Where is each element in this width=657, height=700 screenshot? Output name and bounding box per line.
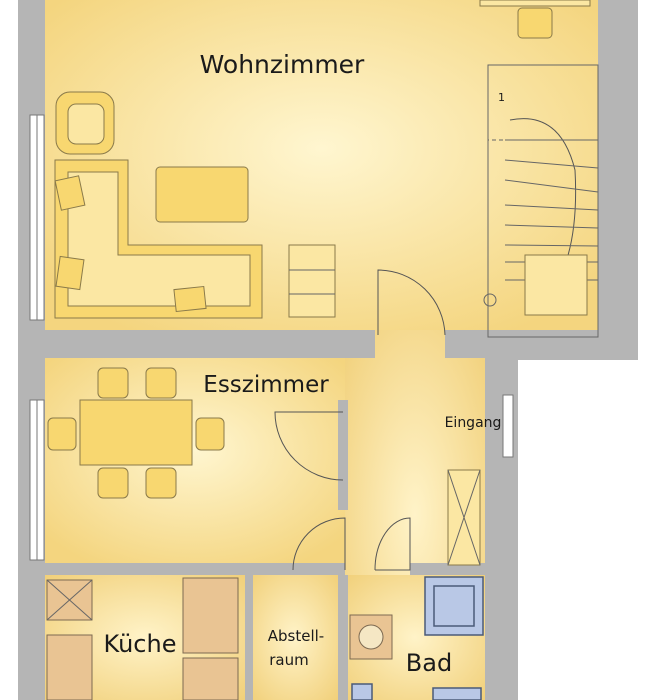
bath-fixtures	[349, 576, 484, 700]
storage-floor	[250, 575, 338, 700]
windows	[29, 114, 514, 561]
storage-label-line2: raum	[269, 651, 308, 669]
storage-label-line1: Abstell-	[268, 627, 324, 645]
living-room-label: Wohnzimmer	[200, 50, 365, 79]
dining-furniture	[47, 367, 225, 499]
entrance-label: Eingang	[445, 415, 502, 431]
stair-step-marker: 1	[498, 91, 505, 104]
kitchen-furniture	[46, 577, 239, 700]
living-furniture	[54, 0, 599, 338]
kitchen-label: Küche	[104, 630, 177, 658]
bath-label: Bad	[406, 649, 452, 677]
dining-room-label: Esszimmer	[203, 372, 329, 398]
doors	[274, 269, 481, 571]
interior-walls	[45, 330, 505, 700]
